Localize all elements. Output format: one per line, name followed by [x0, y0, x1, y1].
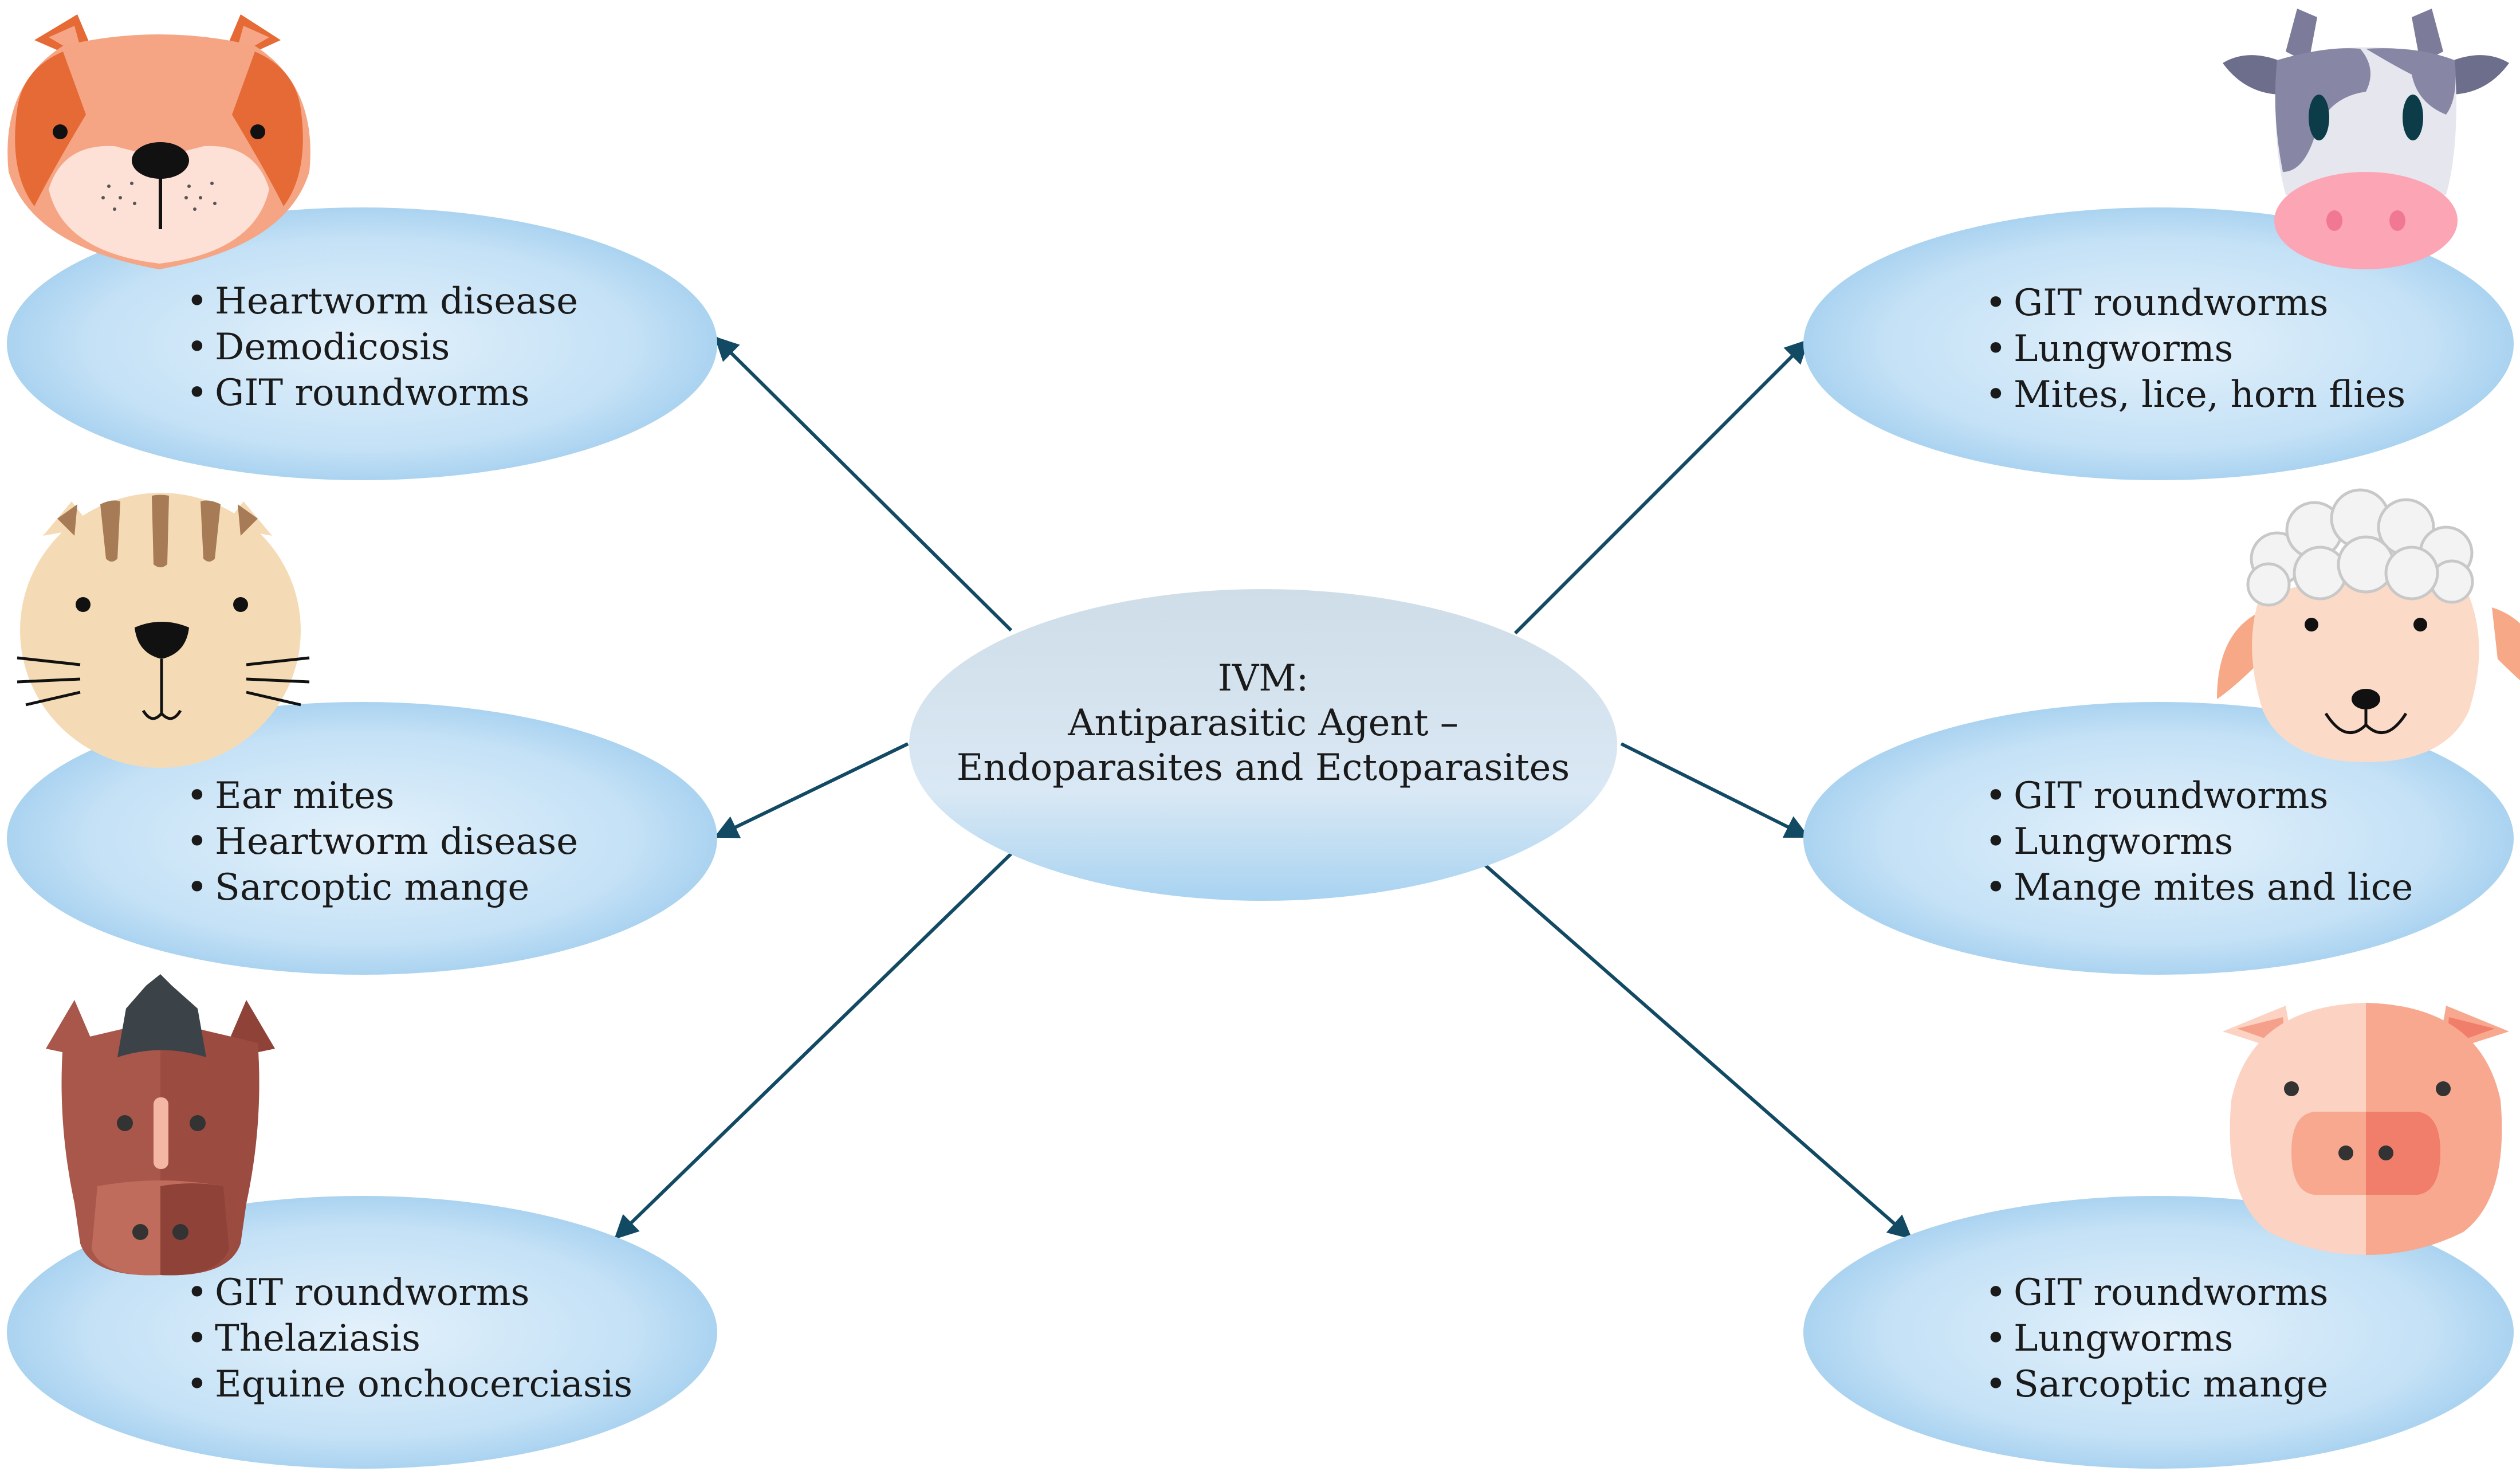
node-horse: • GIT roundworms • Thelaziasis • Equine …	[7, 974, 717, 1469]
arrow-to-cow	[1513, 339, 1809, 635]
horse-item-bullet-1: •	[186, 1272, 208, 1314]
cow-face-icon	[2223, 9, 2509, 269]
cat-item-bullet-2: •	[186, 821, 208, 863]
cat-item-3: Sarcoptic mange	[215, 866, 529, 909]
cat-item-bullet-1: •	[186, 775, 208, 817]
cat-ellipse	[7, 702, 717, 975]
cat-item-1: Ear mites	[215, 775, 394, 817]
center-ellipse	[909, 589, 1617, 901]
cow-items: • GIT roundworms • Lungworms • Mites, li…	[1985, 282, 2405, 416]
horse-item-bullet-2: •	[186, 1317, 208, 1360]
sheep-item-bullet-3: •	[1985, 866, 2007, 909]
cow-item-3: Mites, lice, horn flies	[2014, 374, 2405, 416]
cat-items: • Ear mites • Heartworm disease • Sarcop…	[186, 775, 578, 909]
node-pig: • GIT roundworms • Lungworms • Sarcoptic…	[1803, 1003, 2514, 1469]
arrow-to-sheep	[1620, 742, 1810, 838]
pig-item-3: Sarcoptic mange	[2014, 1363, 2328, 1406]
arrow-to-dog	[714, 336, 1013, 632]
horse-item-1: GIT roundworms	[215, 1272, 529, 1314]
dog-ellipse	[7, 207, 717, 480]
arrow-to-cat	[714, 742, 909, 838]
horse-item-2: Thelaziasis	[215, 1317, 420, 1360]
pig-item-bullet-2: •	[1985, 1317, 2007, 1360]
arrows	[614, 336, 1913, 1239]
center-node: IVM: Antiparasitic Agent – Endoparasites…	[909, 589, 1617, 901]
sheep-ellipse	[1803, 702, 2514, 975]
node-cow: • GIT roundworms • Lungworms • Mites, li…	[1803, 9, 2514, 480]
dog-item-bullet-3: •	[186, 372, 208, 414]
sheep-item-bullet-1: •	[1985, 775, 2007, 817]
arrow-to-pig	[1471, 852, 1913, 1239]
pig-item-bullet-3: •	[1985, 1363, 2007, 1406]
cow-item-bullet-1: •	[1985, 282, 2007, 324]
dog-items: • Heartworm disease • Demodicosis • GIT …	[186, 280, 578, 414]
pig-item-2: Lungworms	[2014, 1317, 2233, 1360]
arrow-to-horse	[614, 852, 1013, 1239]
cow-item-1: GIT roundworms	[2014, 282, 2328, 324]
cow-item-bullet-2: •	[1985, 328, 2007, 370]
horse-items: • GIT roundworms • Thelaziasis • Equine …	[186, 1272, 632, 1406]
sheep-item-1: GIT roundworms	[2014, 775, 2328, 817]
horse-item-bullet-3: •	[186, 1363, 208, 1406]
center-line-2: Antiparasitic Agent –	[1067, 702, 1458, 744]
pig-items: • GIT roundworms • Lungworms • Sarcoptic…	[1985, 1272, 2328, 1406]
cat-item-2: Heartworm disease	[215, 821, 578, 863]
dog-item-bullet-2: •	[186, 326, 208, 368]
sheep-items: • GIT roundworms • Lungworms • Mange mit…	[1985, 775, 2413, 909]
cat-item-bullet-3: •	[186, 866, 208, 909]
node-cat: • Ear mites • Heartworm disease • Sarcop…	[7, 493, 717, 975]
node-dog: • Heartworm disease • Demodicosis • GIT …	[7, 14, 717, 480]
center-line-3: Endoparasites and Ectoparasites	[957, 747, 1570, 789]
horse-face-icon	[46, 974, 275, 1276]
cow-item-bullet-3: •	[1985, 374, 2007, 416]
dog-face-icon	[7, 14, 310, 269]
sheep-item-bullet-2: •	[1985, 821, 2007, 863]
cow-item-2: Lungworms	[2014, 328, 2233, 370]
sheep-item-2: Lungworms	[2014, 821, 2233, 863]
sheep-item-3: Mange mites and lice	[2014, 866, 2413, 909]
pig-ellipse	[1803, 1196, 2514, 1469]
dog-item-1: Heartworm disease	[215, 280, 578, 323]
sheep-face-icon	[2217, 488, 2520, 762]
dog-item-3: GIT roundworms	[215, 372, 529, 414]
horse-item-3: Equine onchocerciasis	[215, 1363, 632, 1406]
pig-item-bullet-1: •	[1985, 1272, 2007, 1314]
node-sheep: • GIT roundworms • Lungworms • Mange mit…	[1803, 488, 2520, 975]
center-line-1: IVM:	[1218, 657, 1309, 700]
cow-ellipse	[1803, 207, 2514, 480]
dog-item-bullet-1: •	[186, 280, 208, 323]
pig-item-1: GIT roundworms	[2014, 1272, 2328, 1314]
pig-face-icon	[2223, 1003, 2509, 1255]
cat-face-icon	[17, 493, 310, 768]
dog-item-2: Demodicosis	[215, 326, 450, 368]
